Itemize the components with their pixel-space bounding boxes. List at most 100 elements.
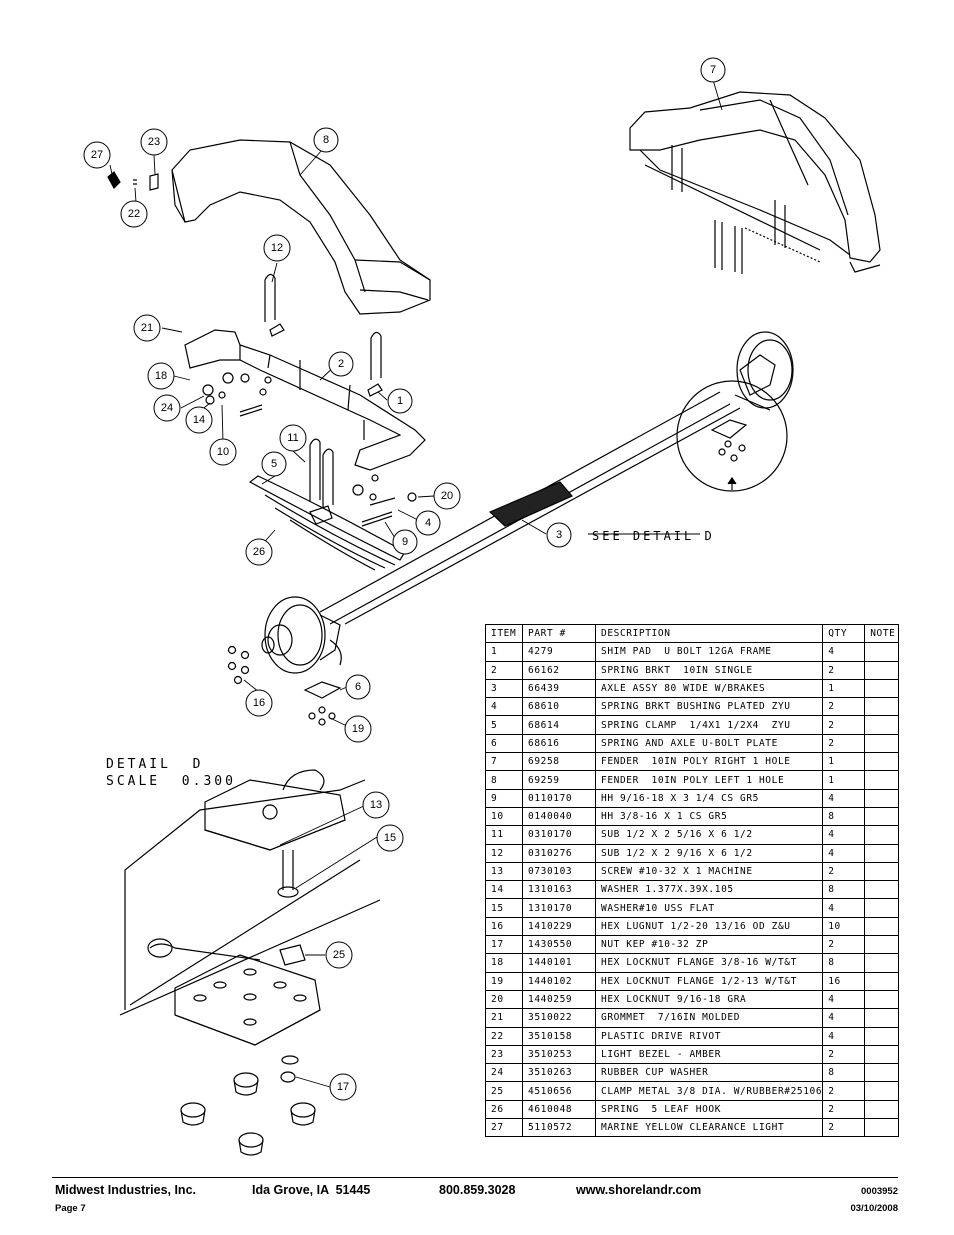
cell-item: 17: [485, 935, 523, 955]
cell-qty: 8: [822, 953, 866, 973]
callout-20: 20: [433, 482, 461, 510]
cell-part-number: 1430550: [522, 935, 596, 955]
cell-description: NUT KEP #10-32 ZP: [594, 935, 824, 955]
cell-description: SPRING BRKT BUSHING PLATED ZYU: [594, 697, 824, 717]
cell-description: WASHER#10 USS FLAT: [594, 898, 824, 918]
cell-item: 5: [485, 715, 523, 735]
callout-1: 1: [387, 388, 413, 414]
clearance-light-parts: [107, 171, 159, 191]
cell-item: 14: [485, 880, 523, 900]
cell-qty: 2: [822, 733, 866, 754]
cell-item: 24: [485, 1063, 523, 1083]
cell-note: [864, 935, 900, 955]
cell-note: [864, 1063, 900, 1083]
cell-part-number: 0310170: [522, 825, 596, 845]
callout-14-label: 14: [193, 414, 205, 426]
callout-3-label: 3: [556, 529, 562, 541]
callout-15: 15: [376, 824, 404, 852]
cell-description: SUB 1/2 X 2 9/16 X 6 1/2: [594, 843, 824, 863]
cell-description: SCREW #10-32 X 1 MACHINE: [594, 861, 824, 882]
callout-16: 16: [245, 689, 273, 717]
callout-6-label: 6: [355, 681, 361, 693]
cell-part-number: 3510253: [522, 1044, 596, 1065]
col-note-header: NOTE: [864, 623, 900, 644]
cell-qty: 4: [822, 898, 866, 918]
cell-note: [864, 953, 900, 973]
cell-note: [864, 715, 900, 735]
callout-10: 10: [209, 438, 237, 466]
cell-qty: 4: [822, 843, 866, 863]
cell-part-number: 3510263: [522, 1063, 596, 1083]
cell-item: 12: [485, 843, 523, 863]
cell-part-number: 66439: [522, 678, 596, 699]
cell-qty: 4: [822, 989, 866, 1010]
cell-note: [864, 788, 900, 808]
footer-doc-number: 0003952: [861, 1186, 898, 1197]
cell-part-number: 0110170: [522, 788, 596, 808]
cell-item: 4: [485, 697, 523, 717]
footer-date: 03/10/2008: [850, 1203, 898, 1214]
callout-26-label: 26: [253, 546, 265, 558]
cell-item: 23: [485, 1044, 523, 1065]
cell-description: WASHER 1.377X.39X.105: [594, 880, 824, 900]
callout-20-label: 20: [441, 490, 453, 502]
cell-description: HH 9/16-18 X 3 1/4 CS GR5: [594, 788, 824, 808]
cell-note: [864, 898, 900, 918]
cell-qty: 1: [822, 752, 866, 772]
cell-qty: 16: [822, 971, 866, 991]
footer-city: Ida Grove, IA 51445: [252, 1183, 371, 1197]
cell-item: 16: [485, 916, 523, 937]
cell-part-number: 1410229: [522, 916, 596, 937]
cell-note: [864, 752, 900, 772]
callout-25-label: 25: [333, 949, 345, 961]
callout-8-label: 8: [323, 134, 329, 146]
cell-part-number: 3510022: [522, 1008, 596, 1028]
cell-description: CLAMP METAL 3/8 DIA. W/RUBBER#25106: [594, 1081, 824, 1101]
cell-description: SPRING 5 LEAF HOOK: [594, 1099, 824, 1120]
cell-description: SHIM PAD U BOLT 12GA FRAME: [594, 642, 824, 662]
cell-item: 15: [485, 898, 523, 918]
cell-item: 26: [485, 1099, 523, 1120]
footer-phone: 800.859.3028: [439, 1183, 516, 1197]
cell-qty: 4: [822, 1008, 866, 1028]
callout-5-label: 5: [271, 458, 277, 470]
cell-note: [864, 770, 900, 790]
detail-d-circle: [676, 380, 788, 492]
footer-website: www.shorelandr.com: [576, 1183, 702, 1197]
cell-description: MARINE YELLOW CLEARANCE LIGHT: [594, 1118, 824, 1138]
cell-description: HEX LOCKNUT FLANGE 3/8-16 W/T&T: [594, 953, 824, 973]
callout-19-label: 19: [352, 723, 364, 735]
callout-24-label: 24: [161, 402, 173, 414]
callout-2: 2: [328, 351, 354, 377]
axle-tube: [319, 391, 741, 625]
left-fender: [171, 139, 431, 315]
callout-16-label: 16: [253, 697, 265, 709]
cell-part-number: 0310276: [522, 843, 596, 863]
callout-4: 4: [415, 510, 441, 536]
cell-item: 9: [485, 788, 523, 808]
cell-part-number: 4510656: [522, 1081, 596, 1101]
callout-9-label: 9: [402, 536, 408, 548]
cell-qty: 2: [822, 697, 866, 717]
col-description-header: DESCRIPTION: [594, 623, 824, 644]
cell-part-number: 1310170: [522, 898, 596, 918]
cell-qty: 8: [822, 880, 866, 900]
cell-qty: 2: [822, 1081, 866, 1101]
callout-22: 22: [120, 200, 148, 228]
cell-qty: 2: [822, 935, 866, 955]
cell-item: 6: [485, 733, 523, 754]
cell-note: [864, 1099, 900, 1120]
